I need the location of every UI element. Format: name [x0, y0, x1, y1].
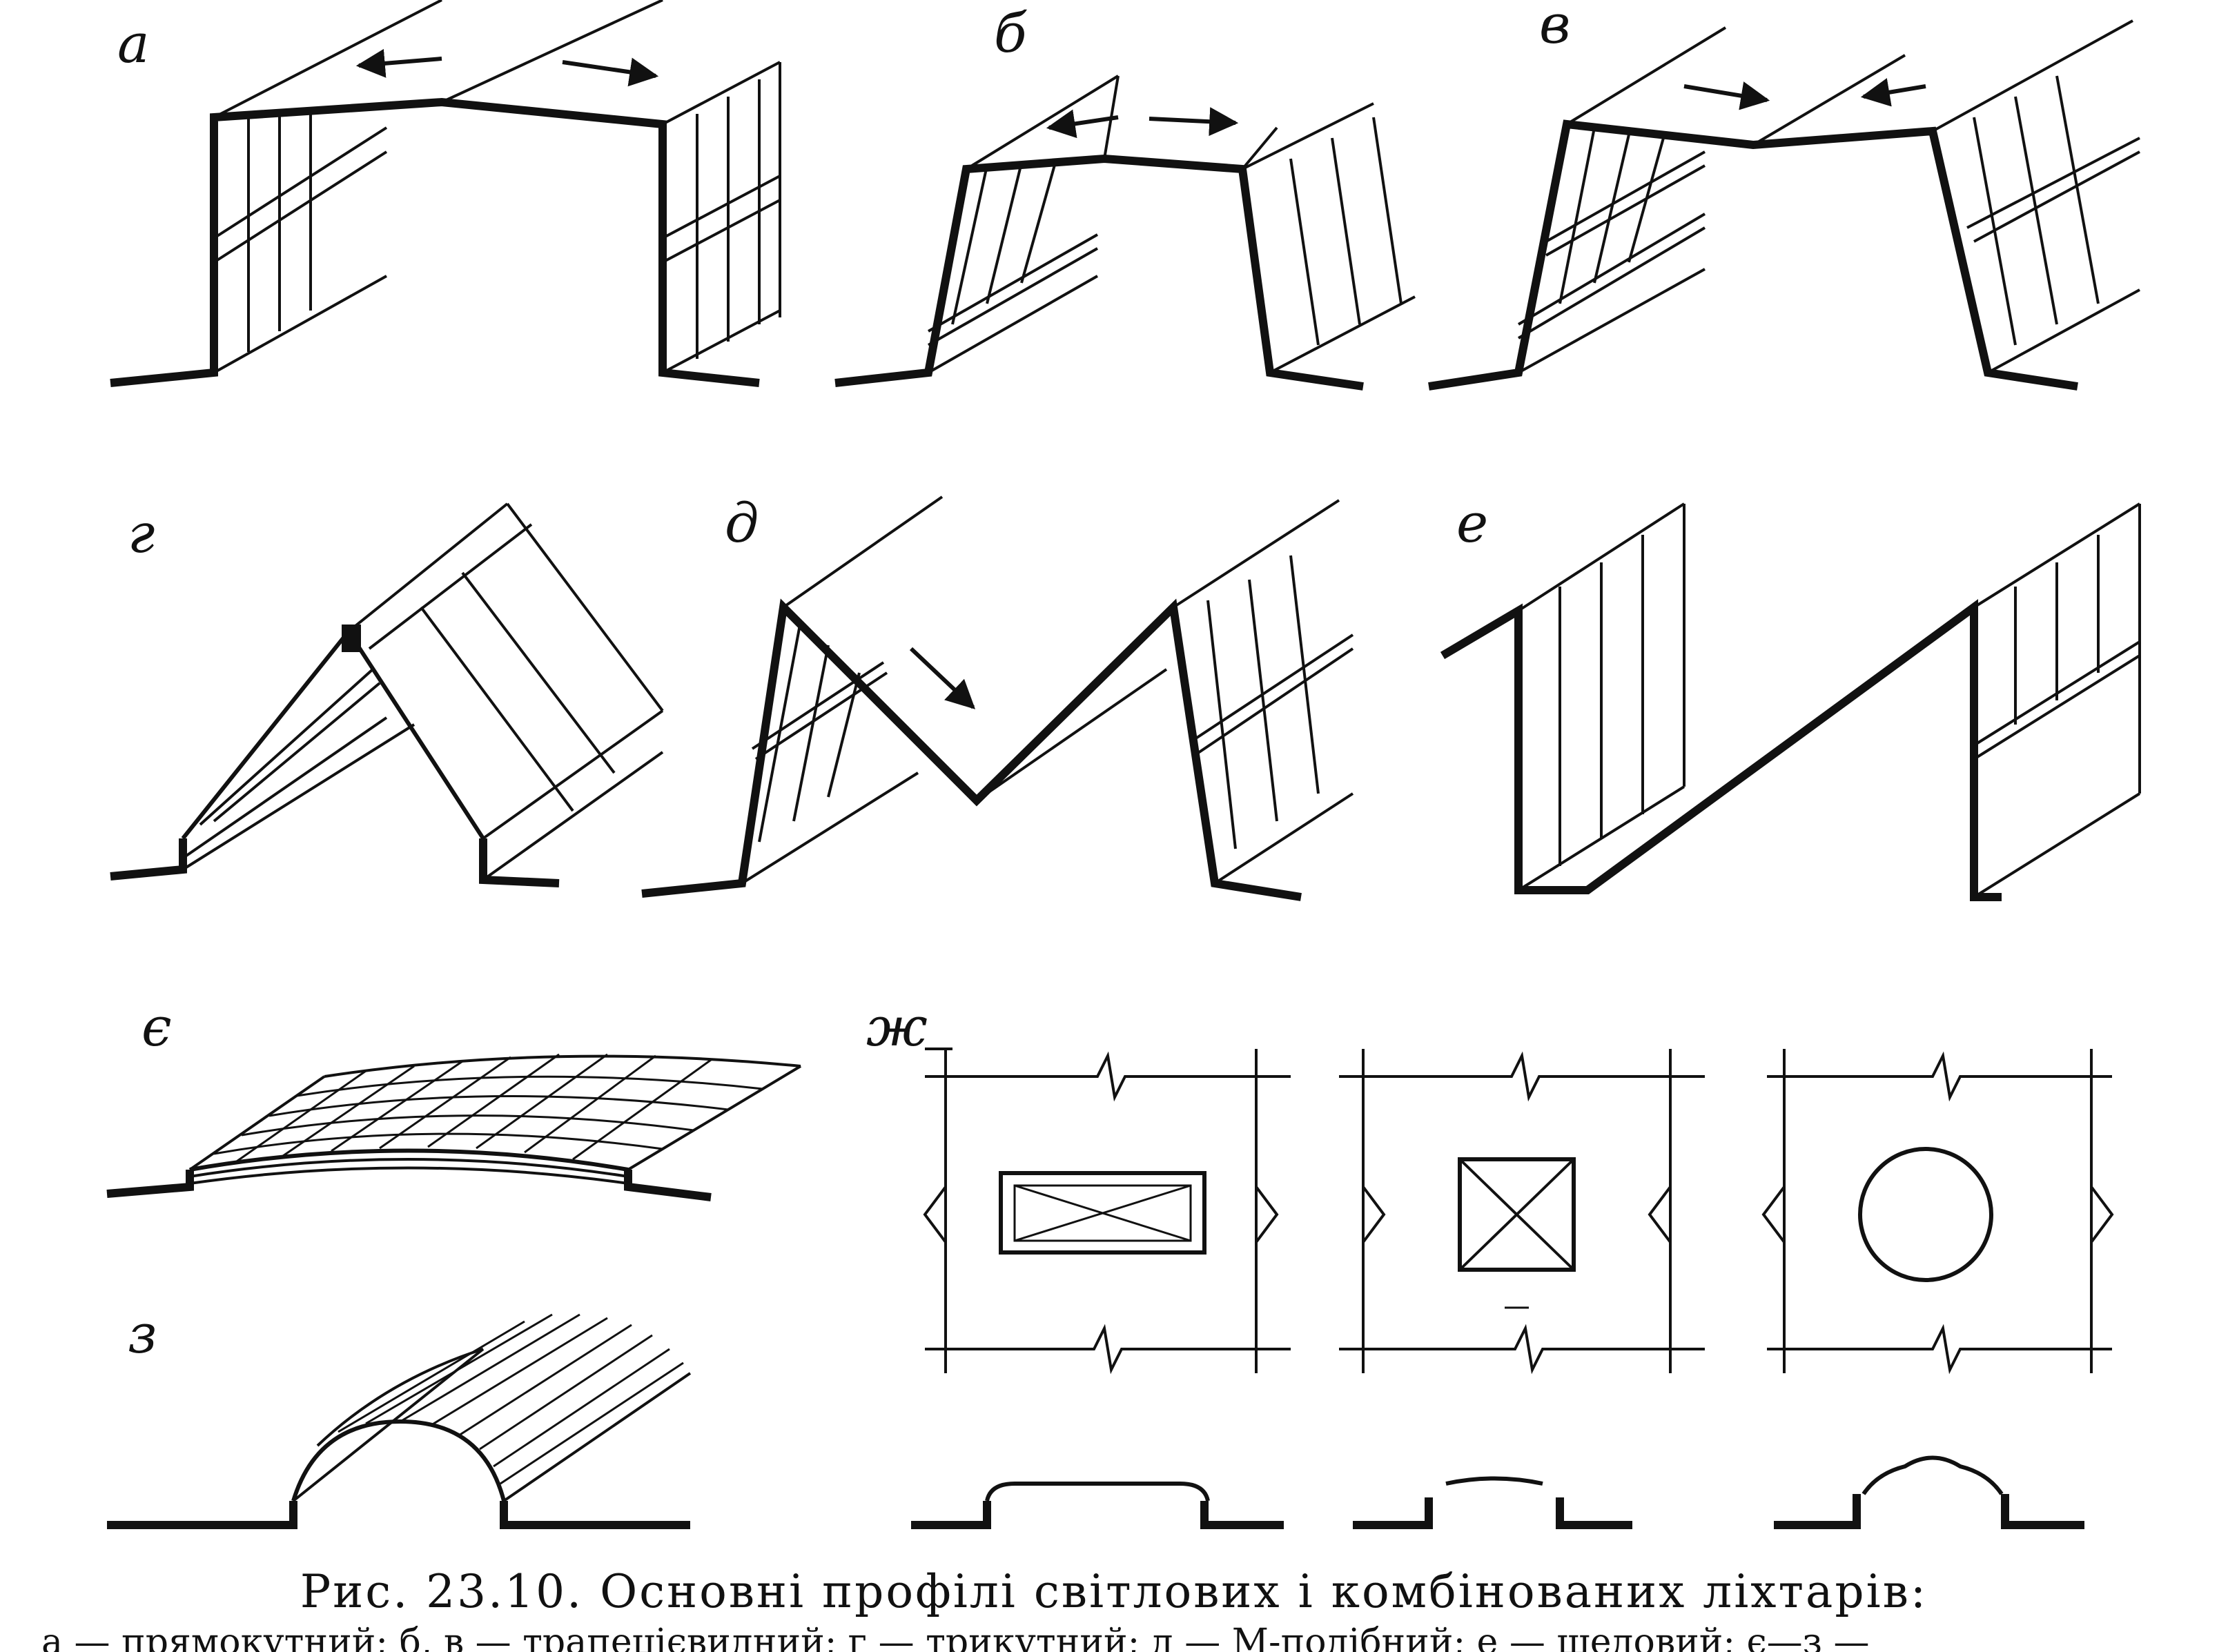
section-square	[1353, 1476, 1632, 1529]
figure-caption: Рис. 23.10. Основні профілі світлових і …	[300, 1565, 1928, 1618]
section-round	[1774, 1455, 2084, 1529]
panel-e-sawtooth-skylight: е	[1440, 493, 2141, 901]
panel-label-b: б	[994, 3, 1027, 65]
panel-d-m-shaped-skylight: д	[641, 493, 1354, 901]
panel-g-triangular-skylight: г	[110, 502, 664, 887]
panel-z-arched-skylight: з	[107, 1304, 692, 1529]
ridge-beam	[342, 625, 361, 652]
panel-label-e: е	[1456, 493, 1488, 555]
panel-label-zh: ж	[866, 996, 928, 1059]
panel-label-a: а	[117, 13, 150, 75]
panel-label-d: д	[725, 493, 759, 555]
panel-ye-vaulted-skylight: є	[106, 996, 802, 1201]
plan-rectangular	[923, 1048, 1291, 1375]
panel-label-z: з	[128, 1304, 157, 1366]
panel-label-ye: є	[141, 996, 172, 1059]
panel-zh-point-skylights: ж	[866, 996, 2114, 1529]
panel-v-trapezoidal-skylight: в	[1428, 0, 2140, 391]
plan-round	[1761, 1049, 2114, 1375]
plan-square	[1339, 1049, 1705, 1375]
section-rectangular	[911, 1482, 1284, 1529]
panel-label-v: в	[1539, 0, 1570, 56]
panel-b-trapezoidal-skylight: б	[834, 3, 1416, 391]
panel-label-g: г	[128, 503, 155, 565]
panel-a-rectangular-skylight: а	[110, 0, 781, 387]
figure-subcaption: а — прямокутний; б, в — трапецієвидний; …	[41, 1622, 1870, 1652]
